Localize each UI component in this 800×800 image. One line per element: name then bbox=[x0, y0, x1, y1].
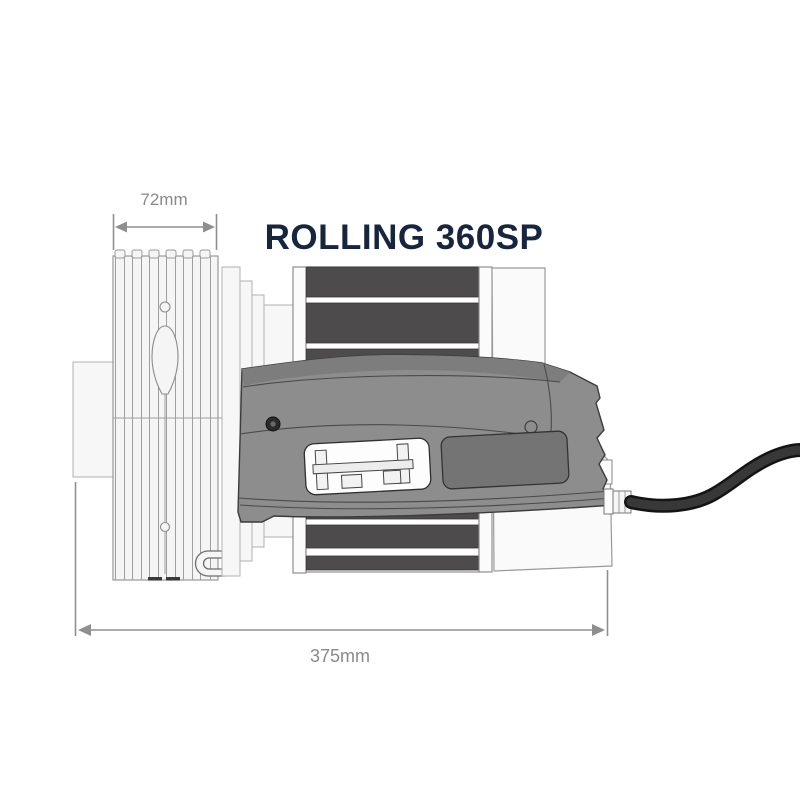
head-contour-3 bbox=[238, 490, 611, 503]
limit-button bbox=[382, 469, 402, 485]
length-dimension-label: 375mm bbox=[310, 646, 370, 666]
limit-button bbox=[340, 473, 363, 489]
limit-bar bbox=[312, 459, 414, 475]
dimension-length: 375mm bbox=[74, 482, 609, 666]
head-screw-center bbox=[270, 421, 276, 427]
slot-hole bbox=[159, 301, 171, 313]
dimension-width: 72mm bbox=[112, 190, 218, 250]
cable-exit bbox=[603, 443, 800, 515]
motor-head bbox=[237, 354, 614, 523]
head-contour-4 bbox=[239, 497, 613, 510]
gland-collar bbox=[603, 488, 614, 515]
power-cable-highlight bbox=[626, 445, 800, 511]
arrowhead-right bbox=[203, 221, 215, 233]
product-title: ROLLING 360SP bbox=[265, 218, 544, 257]
limit-adjustment-window bbox=[303, 437, 432, 496]
width-dimension-label: 72mm bbox=[140, 190, 187, 209]
retaining-clip bbox=[194, 550, 225, 577]
head-top-bevel bbox=[242, 355, 570, 386]
label-panel bbox=[440, 430, 570, 490]
drive-shaft-block bbox=[72, 361, 115, 478]
arrowhead-left bbox=[115, 221, 127, 233]
arrowhead-left bbox=[78, 624, 91, 636]
finned-adapter-drum bbox=[112, 249, 228, 581]
bottom-mark bbox=[166, 577, 180, 581]
fin-caps bbox=[114, 249, 211, 259]
lower-hole bbox=[159, 521, 171, 533]
head-contour-1 bbox=[242, 375, 561, 388]
bottom-mark bbox=[148, 577, 162, 581]
arrowhead-right bbox=[592, 624, 605, 636]
